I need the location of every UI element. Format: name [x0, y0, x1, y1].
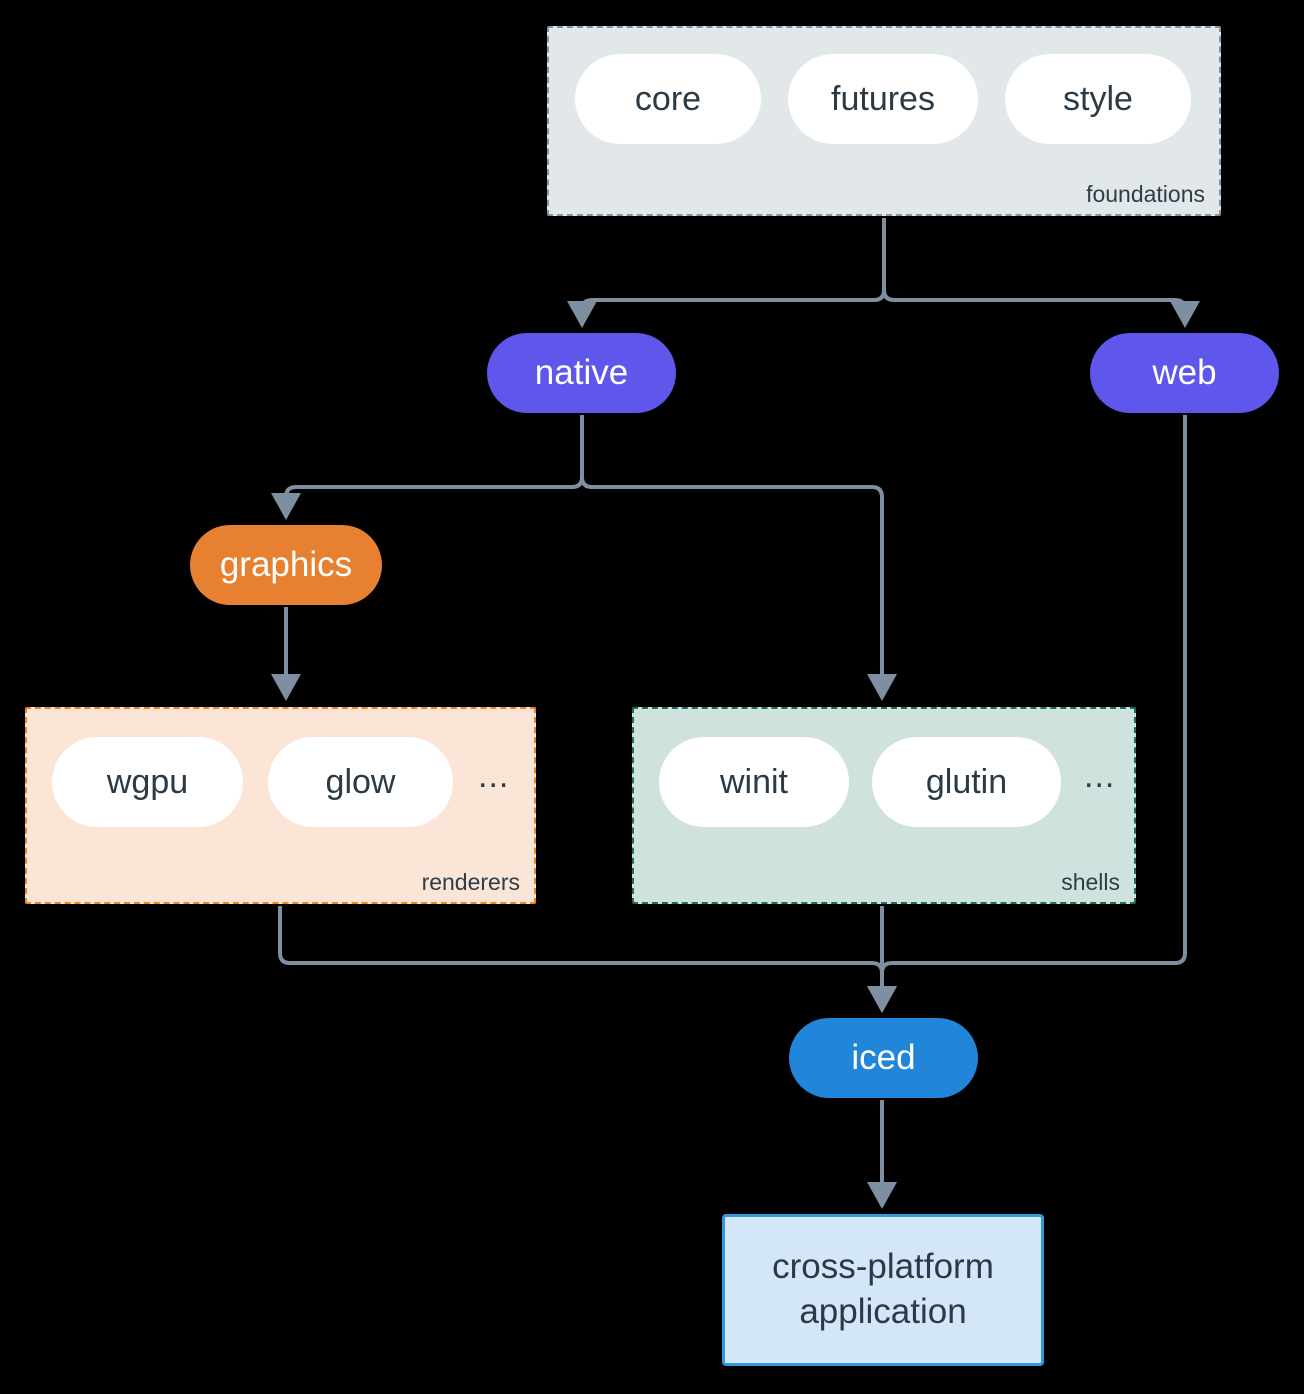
shells-items: winit glutin ...: [659, 737, 1115, 827]
cluster-shells-label: shells: [1061, 869, 1120, 895]
node-futures-label: futures: [831, 79, 935, 118]
node-style-label: style: [1063, 79, 1133, 118]
node-glow-label: glow: [325, 762, 396, 801]
node-native-label: native: [534, 353, 629, 392]
cluster-shells[interactable]: winit glutin ... shells: [632, 707, 1136, 904]
node-iced-label: iced: [851, 1038, 916, 1077]
cluster-foundations-label: foundations: [1086, 181, 1205, 207]
node-wgpu[interactable]: wgpu: [52, 737, 243, 827]
cluster-foundations[interactable]: core futures style foundations: [547, 26, 1221, 216]
application-line-2: application: [799, 1292, 967, 1331]
node-winit[interactable]: winit: [659, 737, 849, 827]
foundations-items: core futures style: [575, 54, 1191, 144]
renderers-items: wgpu glow ...: [52, 737, 509, 827]
shells-overflow-ellipsis: ...: [1084, 757, 1116, 795]
node-graphics[interactable]: graphics: [190, 525, 382, 605]
cluster-renderers-label: renderers: [421, 869, 520, 895]
node-core-label: core: [634, 79, 702, 118]
node-native[interactable]: native: [487, 333, 676, 413]
node-graphics-label: graphics: [219, 545, 353, 584]
node-winit-label: winit: [719, 762, 789, 801]
node-web-label: web: [1152, 353, 1217, 392]
node-glutin-label: glutin: [925, 762, 1008, 801]
node-core[interactable]: core: [575, 54, 761, 144]
node-web[interactable]: web: [1090, 333, 1279, 413]
node-cross-platform-application[interactable]: cross-platform application: [722, 1214, 1044, 1366]
node-style[interactable]: style: [1005, 54, 1191, 144]
node-glow[interactable]: glow: [268, 737, 453, 827]
node-futures[interactable]: futures: [788, 54, 978, 144]
application-line-1: cross-platform: [772, 1247, 994, 1287]
renderers-overflow-ellipsis: ...: [478, 757, 510, 795]
node-iced[interactable]: iced: [789, 1018, 978, 1098]
node-glutin[interactable]: glutin: [872, 737, 1061, 827]
cluster-renderers[interactable]: wgpu glow ... renderers: [25, 707, 536, 904]
node-wgpu-label: wgpu: [106, 762, 189, 801]
